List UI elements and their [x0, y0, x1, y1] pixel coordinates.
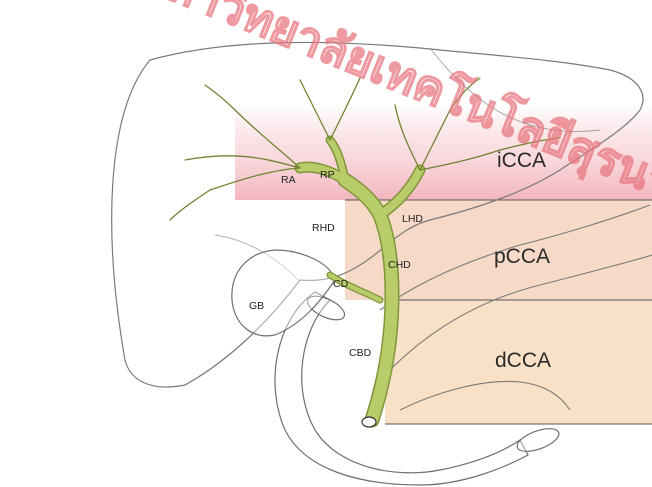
pcca-label: pCCA [494, 245, 550, 268]
icca-label: iCCA [497, 149, 546, 172]
chd-label: CHD [388, 259, 411, 271]
cd-label: CD [333, 278, 349, 290]
cbd-label: CBD [349, 347, 372, 359]
ampulla [362, 417, 376, 427]
gb-label: GB [249, 300, 264, 312]
rp-label: RP [320, 169, 335, 181]
rhd-label: RHD [312, 222, 335, 234]
gallbladder [232, 250, 335, 336]
dcca-label: dCCA [495, 349, 551, 372]
lhd-label: LHD [402, 213, 423, 225]
ra-label: RA [281, 174, 296, 186]
